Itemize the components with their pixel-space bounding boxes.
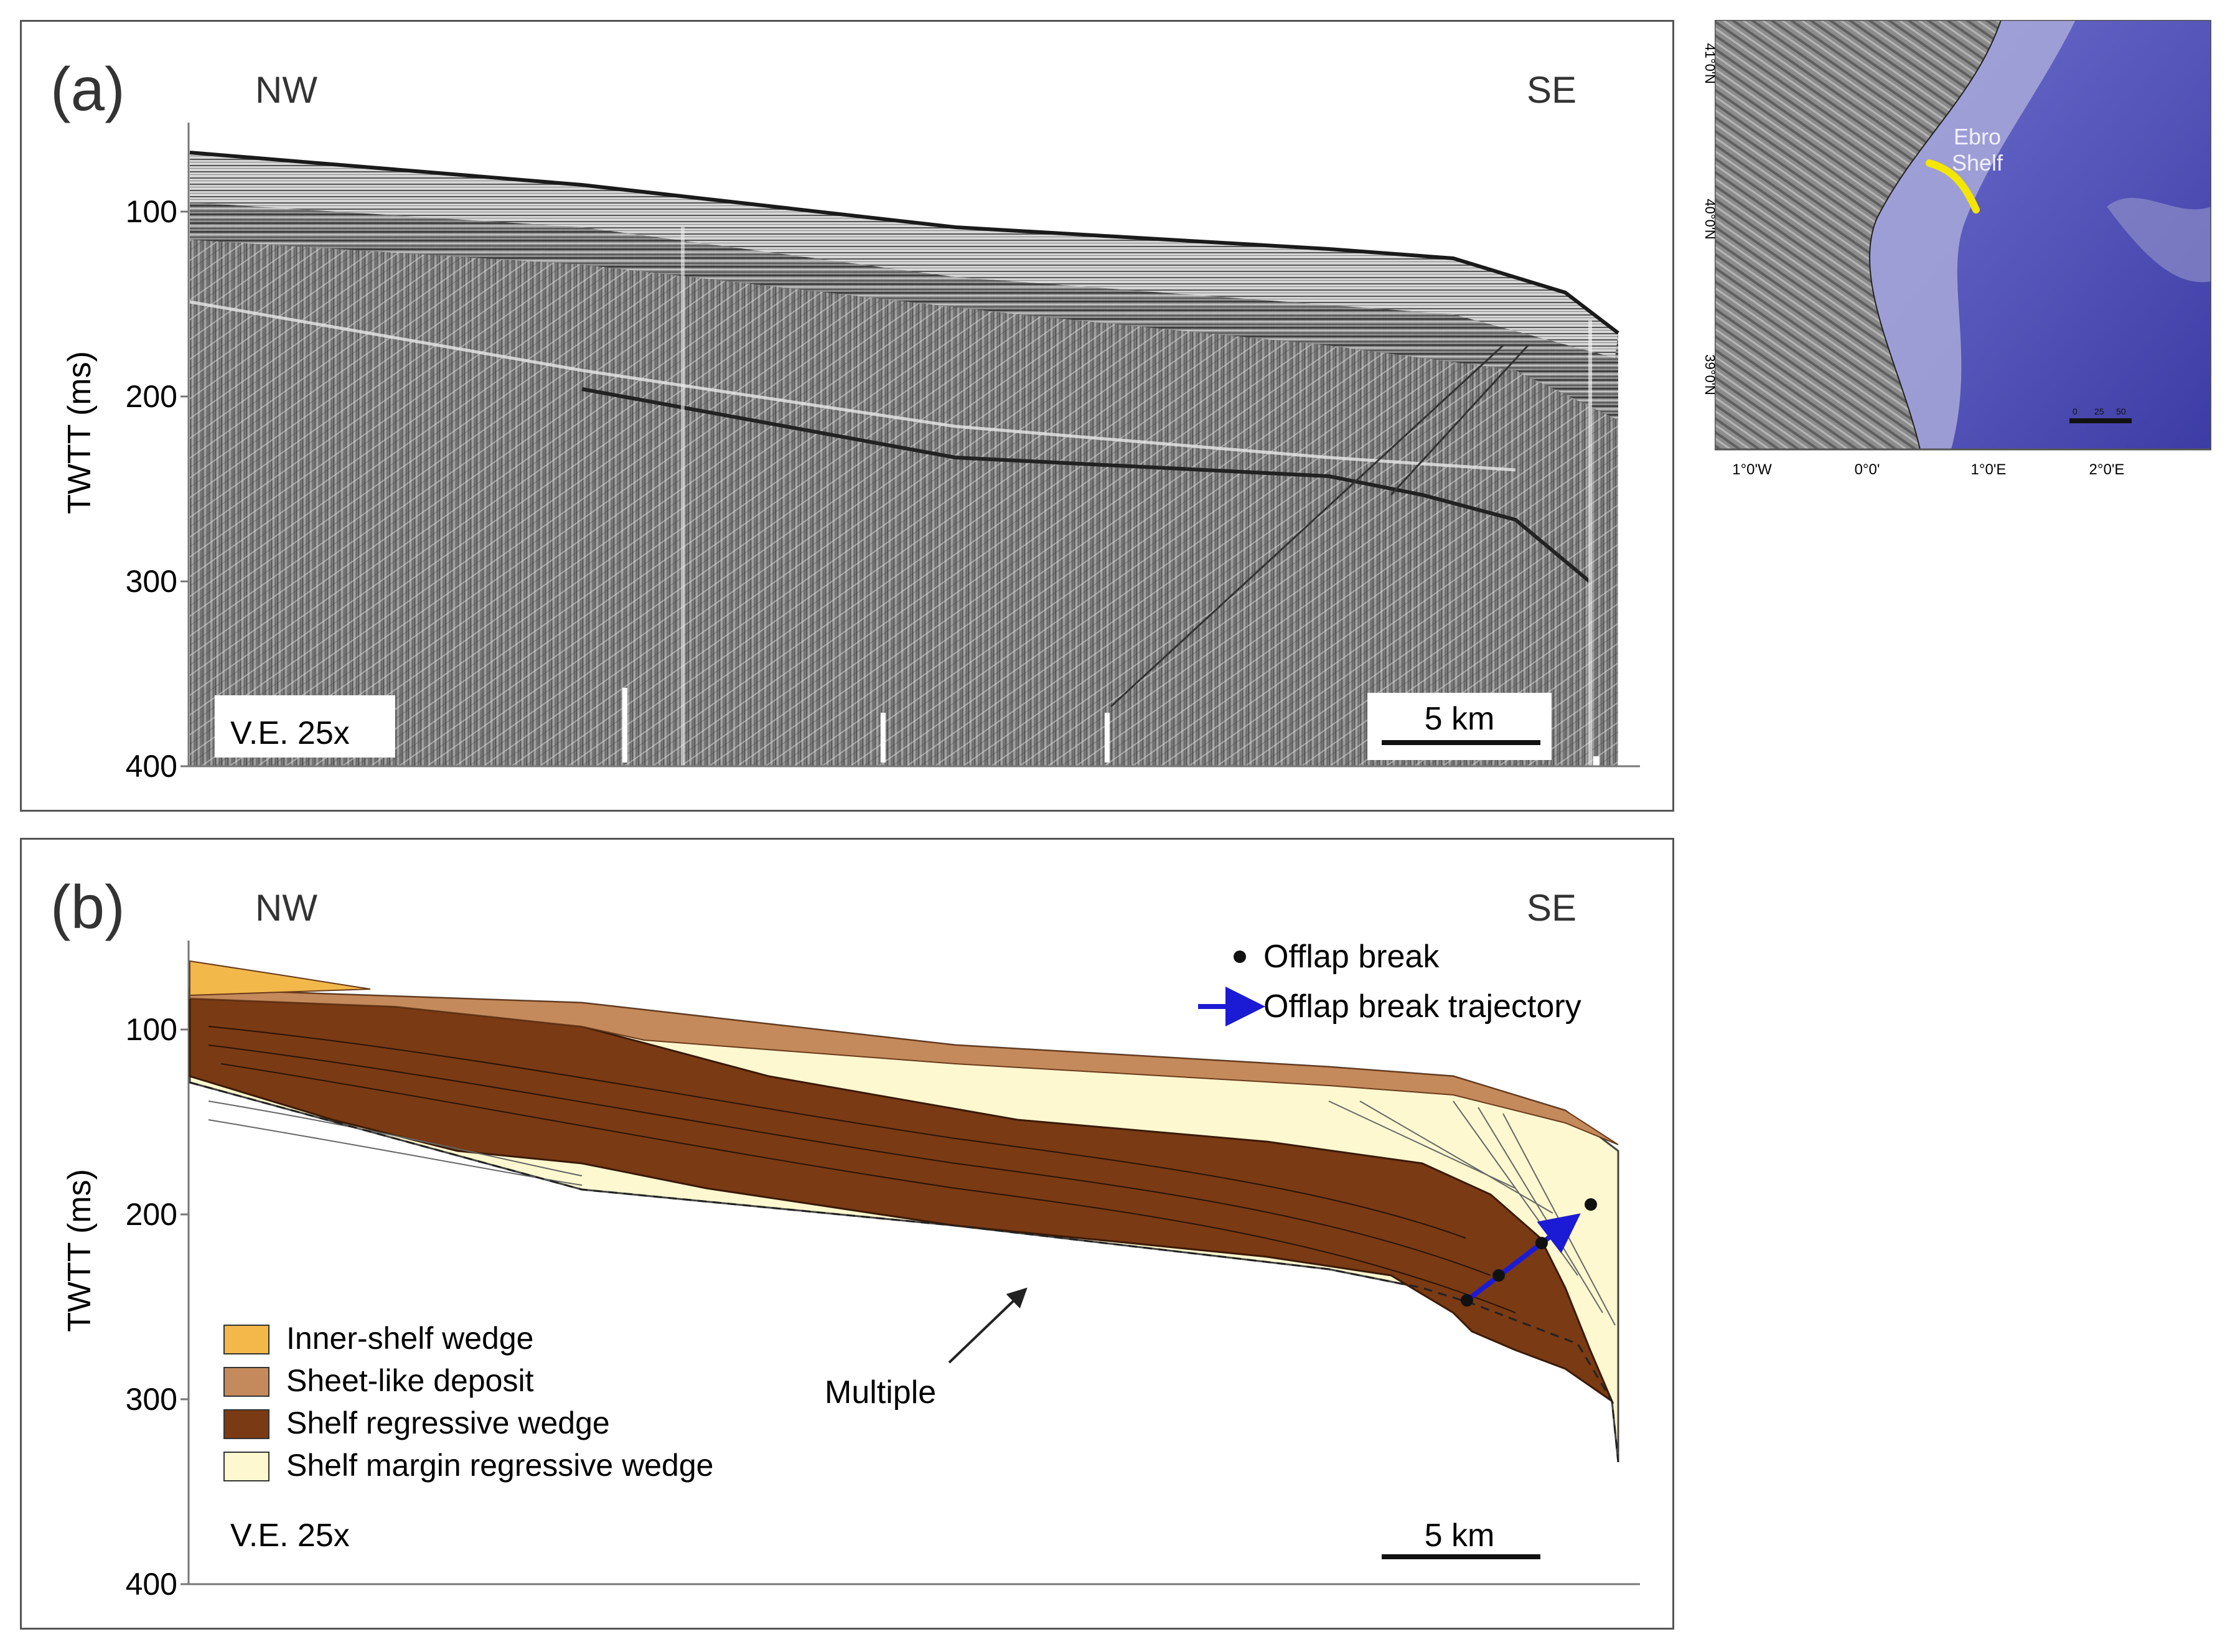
map-scale-25: 25 [2094, 406, 2104, 416]
direction-se-label: SE [1527, 69, 1576, 111]
seismic-figure: (a) NW SE 100 200 300 400 TWTT (ms) V.E.… [50, 55, 1640, 784]
y-tick-200: 200 [126, 1197, 177, 1232]
panel-a-seismic: (a) NW SE 100 200 300 400 TWTT (ms) V.E.… [20, 20, 1674, 812]
island-shelf [2107, 197, 2211, 283]
lon-label-0: 0°0' [1855, 461, 1880, 478]
y-tick-100: 100 [126, 1012, 177, 1047]
panel-a-letter: (a) [50, 55, 125, 123]
units-legend: Inner-shelf wedge Sheet-like deposit She… [223, 1321, 713, 1483]
multiple-label: Multiple [825, 1374, 936, 1410]
y-tick-400: 400 [126, 749, 177, 784]
legend-offlap-trajectory: Offlap break trajectory [1263, 988, 1581, 1025]
multiple-line [189, 1081, 1619, 1463]
map-label-shelf: Shelf [1952, 150, 2003, 176]
profile-line [1926, 159, 1980, 214]
scale-box [1367, 693, 1552, 760]
map-scale-50: 50 [2116, 406, 2126, 416]
location-map: Ebro Shelf 0 25 50 1°0'W 0°0' 1°0'E 2°0'… [1713, 19, 2213, 503]
interpretation-figure: (b) NW SE 100 200 300 400 TWTT (ms) [50, 873, 1640, 1602]
unit-shelf-regressive-wedge [189, 997, 1614, 1404]
y-tick-300: 300 [126, 564, 177, 599]
offlap-dot-icon [1234, 950, 1246, 963]
y-tick-300: 300 [126, 1382, 177, 1417]
shelf-area [1870, 20, 2076, 449]
offlap-trajectory-arrow [1465, 1213, 1581, 1303]
legend-swatch-shelf-margin [223, 1452, 269, 1481]
y-tick-400: 400 [126, 1567, 177, 1602]
legend-shelf-regressive: Shelf regressive wedge [286, 1406, 610, 1440]
multiple-arrow [948, 1287, 1028, 1364]
legend-inner-shelf: Inner-shelf wedge [286, 1321, 533, 1356]
lon-label-1w: 1°0'W [1732, 461, 1772, 478]
panel-b-interpretation: (b) NW SE 100 200 300 400 TWTT (ms) [20, 838, 1674, 1630]
legend-shelf-margin: Shelf margin regressive wedge [286, 1448, 713, 1483]
direction-se-label: SE [1527, 887, 1576, 929]
legend-offlap-break: Offlap break [1263, 939, 1440, 975]
y-axis-label: TWTT (ms) [62, 1169, 98, 1332]
direction-nw-label: NW [255, 887, 317, 929]
map-scale-bar [2069, 418, 2132, 423]
y-axis-ticks [180, 210, 189, 767]
stratigraphic-units [189, 960, 1619, 1463]
legend-sheet-like: Sheet-like deposit [286, 1363, 534, 1398]
scale-label: 5 km [1425, 1518, 1495, 1554]
lat-label-41n: 41°0'N [1702, 43, 1715, 84]
lat-label-40n: 40°0'N [1702, 199, 1715, 240]
y-tick-200: 200 [126, 379, 177, 414]
legend-swatch-sheet-like [223, 1367, 269, 1397]
lon-label-1e: 1°0'E [1971, 461, 2007, 478]
y-axis-label: TWTT (ms) [62, 351, 98, 514]
map-label-ebro: Ebro [1954, 124, 2001, 149]
seismic-section [189, 151, 1619, 766]
map-figure: Ebro Shelf 0 25 50 1°0'W 0°0' 1°0'E 2°0'… [1713, 19, 2213, 478]
y-tick-100: 100 [126, 194, 177, 229]
coastline [1869, 19, 2002, 450]
scale-label: 5 km [1425, 701, 1495, 737]
offlap-break-points [1461, 1198, 1597, 1307]
map-scale-0: 0 [2073, 406, 2078, 416]
panel-b-letter: (b) [50, 873, 125, 941]
ve-label: V.E. 25x [230, 1518, 350, 1554]
legend-swatch-shelf-regressive [223, 1409, 269, 1439]
ve-label: V.E. 25x [230, 715, 350, 751]
ve-box [215, 695, 395, 758]
lon-label-2e: 2°0'E [2089, 461, 2125, 478]
lat-label-39n: 39°0'N [1702, 354, 1715, 395]
y-axis-ticks [180, 1028, 189, 1585]
legend-swatch-inner-shelf [223, 1325, 269, 1354]
unit-sheet-like-deposit [189, 988, 1619, 1145]
map-lat-labels: 41°0'N 40°0'N 39°0'N [1702, 43, 1715, 395]
direction-nw-label: NW [255, 69, 317, 111]
unit-inner-shelf-wedge [189, 960, 371, 997]
